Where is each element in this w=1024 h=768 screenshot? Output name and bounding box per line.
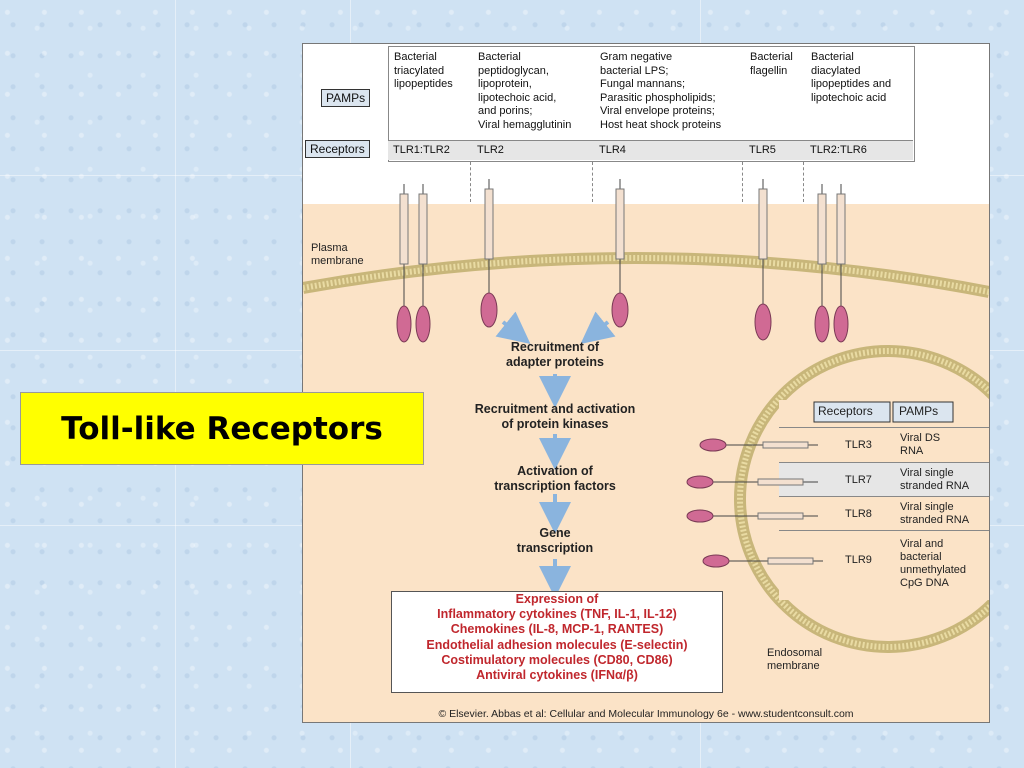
pamp-cell: Bacterial triacylated lipopeptides [394, 51, 453, 90]
endosome-receptors-header: Receptors [818, 404, 873, 418]
receptor-tlr4 [611, 179, 629, 328]
expression-line: Antiviral cytokines (IFNα/β) [476, 668, 638, 683]
receptor-cell: TLR2:TLR6 [810, 144, 867, 156]
endosomal-membrane-label: Endosomal membrane [767, 647, 823, 672]
receptor-tlr6 [814, 184, 849, 343]
endosomal-receptors [686, 438, 823, 568]
expression-line: Inflammatory cytokines (TNF, IL-1, IL-12… [437, 607, 677, 622]
pamp-cell: Bacterial flagellin [750, 51, 793, 77]
endosome-tlr: TLR3 [845, 439, 872, 451]
receptor-tlr2-partner [415, 184, 431, 343]
step-transcription-factors: Activation of transcription factors [494, 464, 616, 493]
endosome-pamp: Viral DS RNA [900, 432, 941, 457]
slide-title-box: Toll-like Receptors [20, 392, 424, 465]
endosome-pamp: Viral and bacterial unmethylated CpG DNA [900, 538, 967, 589]
endosome-row: TLR8 Viral single stranded RNA [779, 499, 989, 533]
endosome-pamps-header: PAMPs [899, 404, 939, 418]
endosome-row: TLR7 Viral single stranded RNA [779, 465, 989, 499]
receptor-tlr1 [396, 184, 412, 343]
background-tile-line [175, 0, 176, 768]
receptors-label: Receptors [305, 140, 370, 158]
expression-box: Expression of Inflammatory cytokines (TN… [391, 591, 723, 693]
slide-title: Toll-like Receptors [61, 410, 383, 447]
endosome-pamp: Viral single stranded RNA [900, 501, 970, 526]
endosome-tlr: TLR8 [845, 508, 872, 520]
expression-line: Chemokines (IL-8, MCP-1, RANTES) [450, 622, 664, 637]
endosome-row: TLR3 Viral DS RNA [779, 430, 989, 464]
step-gene-transcription: Gene transcription [516, 526, 594, 555]
tlr-figure: Bacterial triacylated lipopeptides Bacte… [302, 43, 990, 723]
pamp-cell: Bacterial peptidoglycan, lipoprotein, li… [478, 51, 572, 131]
step-kinase-activation: Recruitment and activation of protein ki… [474, 402, 636, 431]
endosome-tlr: TLR9 [845, 554, 872, 566]
column-divider [470, 162, 471, 202]
arrow [580, 311, 616, 344]
pamp-cell: Gram negative bacterial LPS; Fungal mann… [600, 51, 722, 131]
receptor-cell: TLR2 [477, 144, 504, 156]
pamp-cell: Bacterial diacylated lipopeptides and li… [811, 51, 892, 104]
receptor-tlr2 [480, 179, 498, 328]
expression-line: Endothelial adhesion molecules (E-select… [426, 637, 688, 652]
endosome-row: TLR9 Viral and bacterial unmethylated Cp… [779, 536, 989, 596]
membrane-receptor-diagram [303, 179, 989, 653]
receptor-cell: TLR4 [599, 144, 626, 156]
endosome-tlr: TLR7 [845, 474, 872, 486]
column-divider [803, 162, 804, 202]
plasma-membrane-label: Plasma membrane [311, 242, 364, 267]
step-adapter-recruitment: Recruitment of adapter proteins [506, 340, 604, 369]
column-divider [742, 162, 743, 202]
arrow [495, 311, 531, 344]
expression-line: Expression of [515, 592, 599, 606]
expression-line: Costimulatory molecules (CD80, CD86) [441, 652, 673, 667]
receptor-cell: TLR5 [749, 144, 776, 156]
column-divider [592, 162, 593, 202]
pamps-label: PAMPs [321, 89, 371, 107]
receptors-row: TLR1:TLR2 TLR2 TLR4 TLR5 TLR2:TLR6 [388, 140, 913, 160]
receptor-tlr5 [754, 179, 772, 341]
receptor-cell: TLR1:TLR2 [393, 144, 450, 156]
copyright-note: © Elsevier. Abbas et al: Cellular and Mo… [438, 708, 854, 720]
endosome-pamp: Viral single stranded RNA [900, 467, 970, 492]
